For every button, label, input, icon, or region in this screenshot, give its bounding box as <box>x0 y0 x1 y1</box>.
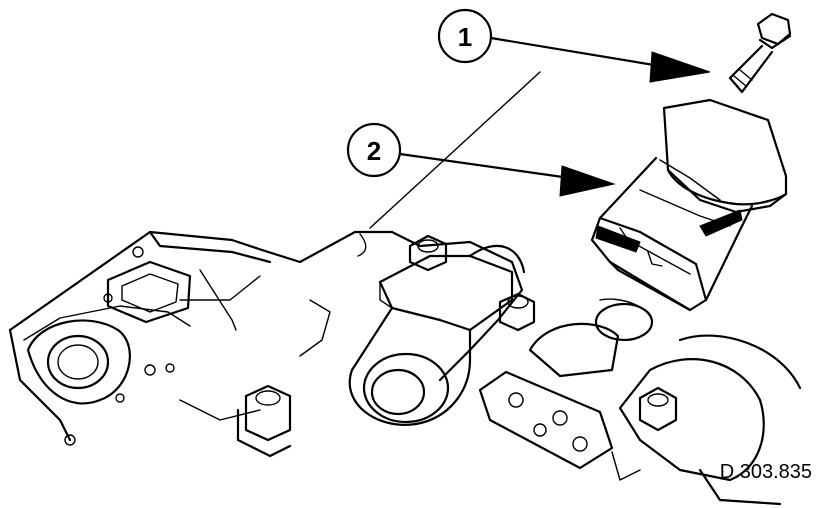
lower-bolt <box>236 384 292 458</box>
stud-line <box>369 71 541 229</box>
boss-bolt-left <box>408 234 448 272</box>
callout-1-circle <box>437 8 493 64</box>
callout-1-arrowhead <box>649 51 711 83</box>
callout-2-leader <box>398 152 572 180</box>
reference-code: D.303.835 <box>720 461 812 483</box>
part-1-bolt <box>728 12 792 94</box>
callout-1-leader <box>489 36 662 68</box>
engine-housing <box>8 230 524 446</box>
callout-2-circle <box>346 122 402 178</box>
mounting-plate <box>478 298 654 470</box>
callout-2-label: 2 <box>367 136 381 166</box>
callout-1-label: 1 <box>458 22 472 52</box>
right-housing <box>611 334 802 506</box>
part-2-rubber-mount <box>590 98 788 312</box>
boss-bolt-right <box>498 292 536 332</box>
callout-1: 1 <box>437 8 711 83</box>
callout-2: 2 <box>346 122 616 197</box>
cylinder-boss <box>348 234 536 426</box>
callout-2-arrowhead <box>559 165 616 197</box>
